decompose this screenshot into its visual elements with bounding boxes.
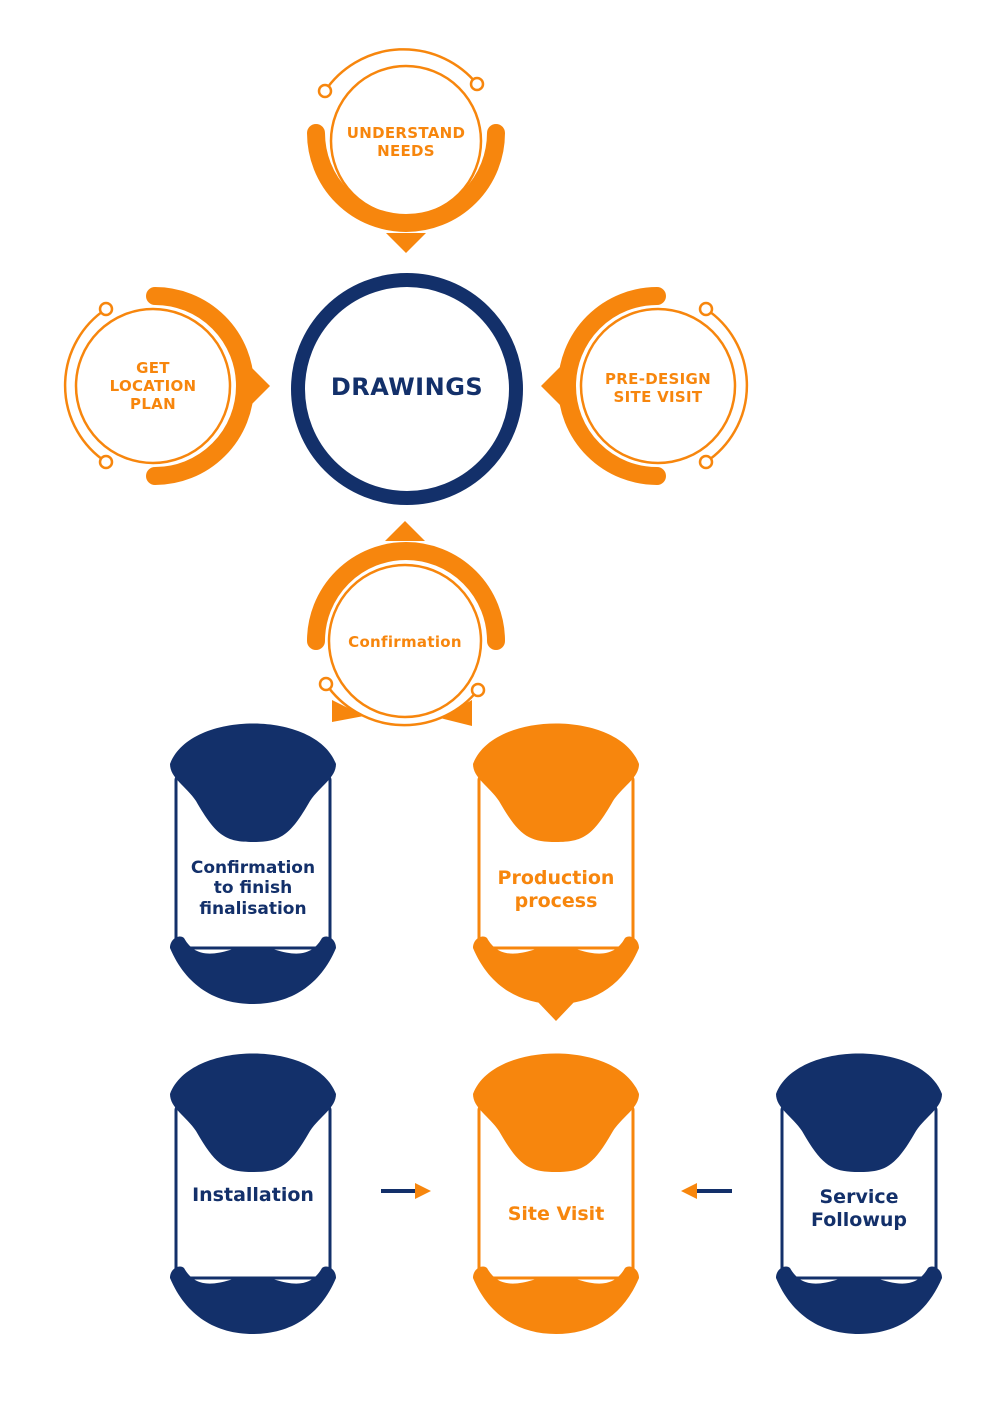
pre-design-site-visit-label: PRE-DESIGN SITE VISIT	[605, 370, 711, 406]
confirmation-node	[307, 521, 505, 727]
get-location-plan-label: GET LOCATION PLAN	[109, 359, 197, 413]
pill-production-process	[471, 722, 641, 1006]
pre-design-site-visit-node	[541, 287, 749, 485]
drawings-label: DRAWINGS	[330, 373, 484, 401]
drawings-circle	[291, 273, 523, 505]
understand-needs-node	[307, 48, 505, 253]
down-arrow	[536, 1000, 576, 1021]
arrow-left	[681, 1183, 732, 1199]
production-process-label: Production process	[497, 867, 615, 912]
service-followup-label: Service Followup	[810, 1186, 908, 1231]
arrow-right	[381, 1183, 431, 1199]
site-visit-label: Site Visit	[507, 1203, 605, 1225]
get-location-plan-node	[63, 287, 270, 485]
installation-label: Installation	[192, 1184, 314, 1206]
understand-needs-label: UNDERSTAND NEEDS	[346, 124, 466, 160]
confirmation-to-finish-label: Confirmation to finish finalisation	[190, 858, 316, 919]
confirmation-label: Confirmation	[348, 633, 462, 651]
pill-site-visit	[471, 1052, 641, 1336]
